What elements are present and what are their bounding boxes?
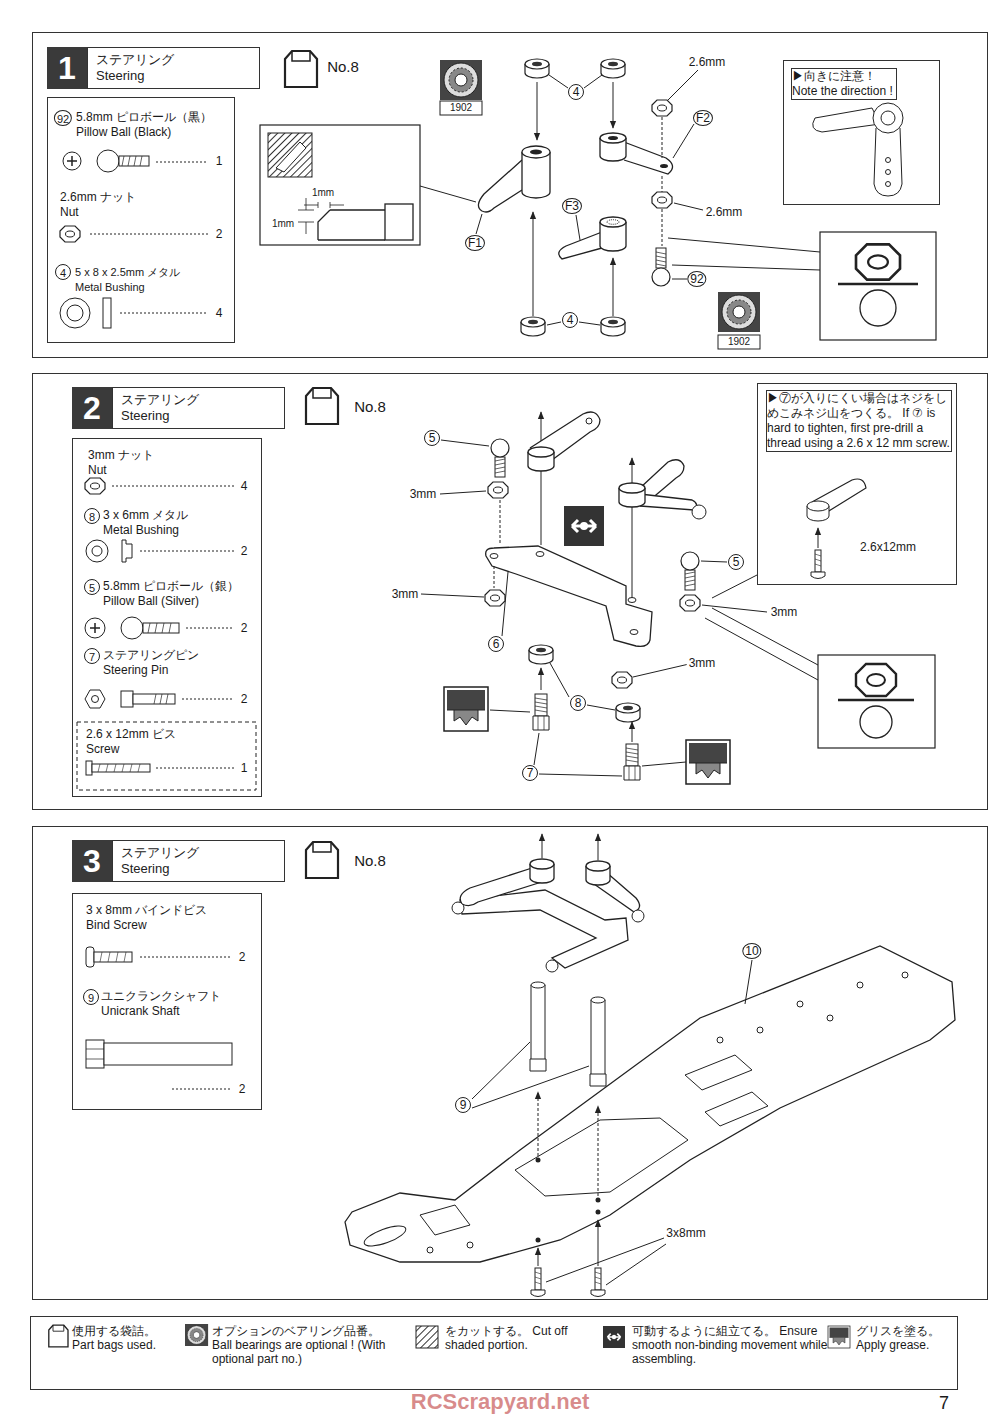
note-box: ▶⑦が入りにくい場合はネジをしめこみネジ山をつくる。 If ⑦ is hard … <box>757 383 957 585</box>
legend-text: 可動するように組立てる。 Ensure smooth non-binding m… <box>632 1324 832 1366</box>
legend-text: をカットする。 Cut off shaded portion. <box>445 1324 573 1352</box>
dimension-label: 3mm <box>769 605 800 619</box>
dimension-label: 2.6x12mm <box>858 540 918 555</box>
callout-number: 8 <box>84 508 100 524</box>
part-name: 5.8mm ピロボール（黒） Pillow Ball (Black) <box>76 110 226 140</box>
step-panel: 3ステアリング Steering 3 x 8mm バインドビス Bind Scre… <box>32 826 988 1300</box>
quantity: 2 <box>239 544 250 559</box>
legend-text: オプションのベアリング品番。 Ball bearings are optiona… <box>212 1324 388 1366</box>
bag-number: No.8 <box>325 58 361 76</box>
dimension-label: 1mm <box>311 187 335 199</box>
part-name: 5.8mm ピロボール（銀） Pillow Ball (Silver) <box>103 579 243 609</box>
callout-number: 7 <box>84 648 100 664</box>
bag-number: No.8 <box>352 852 388 870</box>
callout-number: 92 <box>687 271 706 287</box>
bag-number: No.8 <box>352 398 388 416</box>
callout-number: F1 <box>465 235 485 251</box>
quantity: 2 <box>237 950 248 965</box>
callout-number: 9 <box>83 989 99 1005</box>
part-name: 5 x 8 x 2.5mm メタル Metal Bushing <box>75 265 200 295</box>
part-name: ユニクランクシャフト Unicrank Shaft <box>101 989 233 1019</box>
legend-text: グリスを塗る。 Apply grease. <box>856 1324 952 1352</box>
dimension-label: 3mm <box>390 587 421 601</box>
dimension-label: 3x8mm <box>664 1226 707 1240</box>
note-text: ▶⑦が入りにくい場合はネジをしめこみネジ山をつくる。 If ⑦ is hard … <box>766 390 952 452</box>
dimension-label: 1mm <box>271 218 295 230</box>
page-number: 7 <box>937 1393 951 1413</box>
callout-number: 8 <box>570 695 586 711</box>
quantity: 2 <box>214 227 225 242</box>
callout-number: F3 <box>562 198 582 214</box>
parts-list-box: 3mm ナット Nut 4 83 x 6mm メタル Metal Bushing 2 5… <box>72 438 262 797</box>
callout-number: 5 <box>728 554 744 570</box>
callout-number: 4 <box>568 84 584 100</box>
callout-number: 4 <box>562 312 578 328</box>
callout-number: 9 <box>455 1097 471 1113</box>
step-panel: 1ステアリング Steering925.8mm ピロボール（黒） Pillow … <box>32 32 988 358</box>
quantity: 1 <box>214 154 225 169</box>
note-text: ▶向きに注意！ Note the direction ! <box>791 68 897 100</box>
note-box: ▶向きに注意！ Note the direction ! <box>783 60 940 205</box>
callout-number: 7 <box>522 765 538 781</box>
step-number: 2 <box>72 387 112 429</box>
quantity: 2 <box>237 1082 248 1097</box>
callout-number: 5 <box>424 430 440 446</box>
dimension-label: 3mm <box>687 656 718 670</box>
part-name: 3 x 8mm バインドビス Bind Screw <box>86 903 218 933</box>
parts-list-box: 3 x 8mm バインドビス Bind Screw 2 9ユニクランクシャフト Un… <box>72 893 262 1110</box>
quantity: 2 <box>239 621 250 636</box>
step-title: ステアリング Steering <box>87 47 260 89</box>
callout-number: 10 <box>742 943 761 959</box>
quantity: 1 <box>239 761 250 776</box>
watermark: RCScrapyard.net <box>409 1390 592 1414</box>
parts-list-box: 925.8mm ピロボール（黒） Pillow Ball (Black) 1 2.6… <box>47 97 235 343</box>
dimension-label: 2.6mm <box>704 205 745 219</box>
callout-number: 5 <box>84 579 100 595</box>
callout-number: 92 <box>54 110 72 126</box>
quantity: 4 <box>239 479 250 494</box>
part-name: ステアリングピン Steering Pin <box>103 648 208 678</box>
step-number: 1 <box>47 47 87 89</box>
callout-number: F2 <box>693 110 713 126</box>
callout-number: 4 <box>55 264 71 280</box>
quantity: 4 <box>214 306 225 321</box>
part-name: 3 x 6mm メタル Metal Bushing <box>103 508 208 538</box>
dimension-label: 1902 <box>449 102 473 114</box>
part-name: 3mm ナット Nut <box>88 448 164 478</box>
part-name: 2.6mm ナット Nut <box>60 190 156 220</box>
legend-box: 使用する袋詰。 Part bags used. オプションのベアリング品番。 Ba… <box>30 1316 958 1390</box>
dimension-label: 3mm <box>408 487 439 501</box>
quantity: 2 <box>239 692 250 707</box>
part-name: 2.6 x 12mm ビス Screw <box>86 727 198 757</box>
step-number: 3 <box>72 840 112 882</box>
dimension-label: 1902 <box>727 336 751 348</box>
step-title: ステアリング Steering <box>112 387 285 429</box>
step-panel: 2ステアリング Steering3mm ナット Nut483 x 6mm メタル… <box>32 373 988 810</box>
dimension-label: 2.6mm <box>687 55 728 69</box>
step-title: ステアリング Steering <box>112 840 285 882</box>
callout-number: 6 <box>488 636 504 652</box>
legend-text: 使用する袋詰。 Part bags used. <box>72 1324 172 1352</box>
